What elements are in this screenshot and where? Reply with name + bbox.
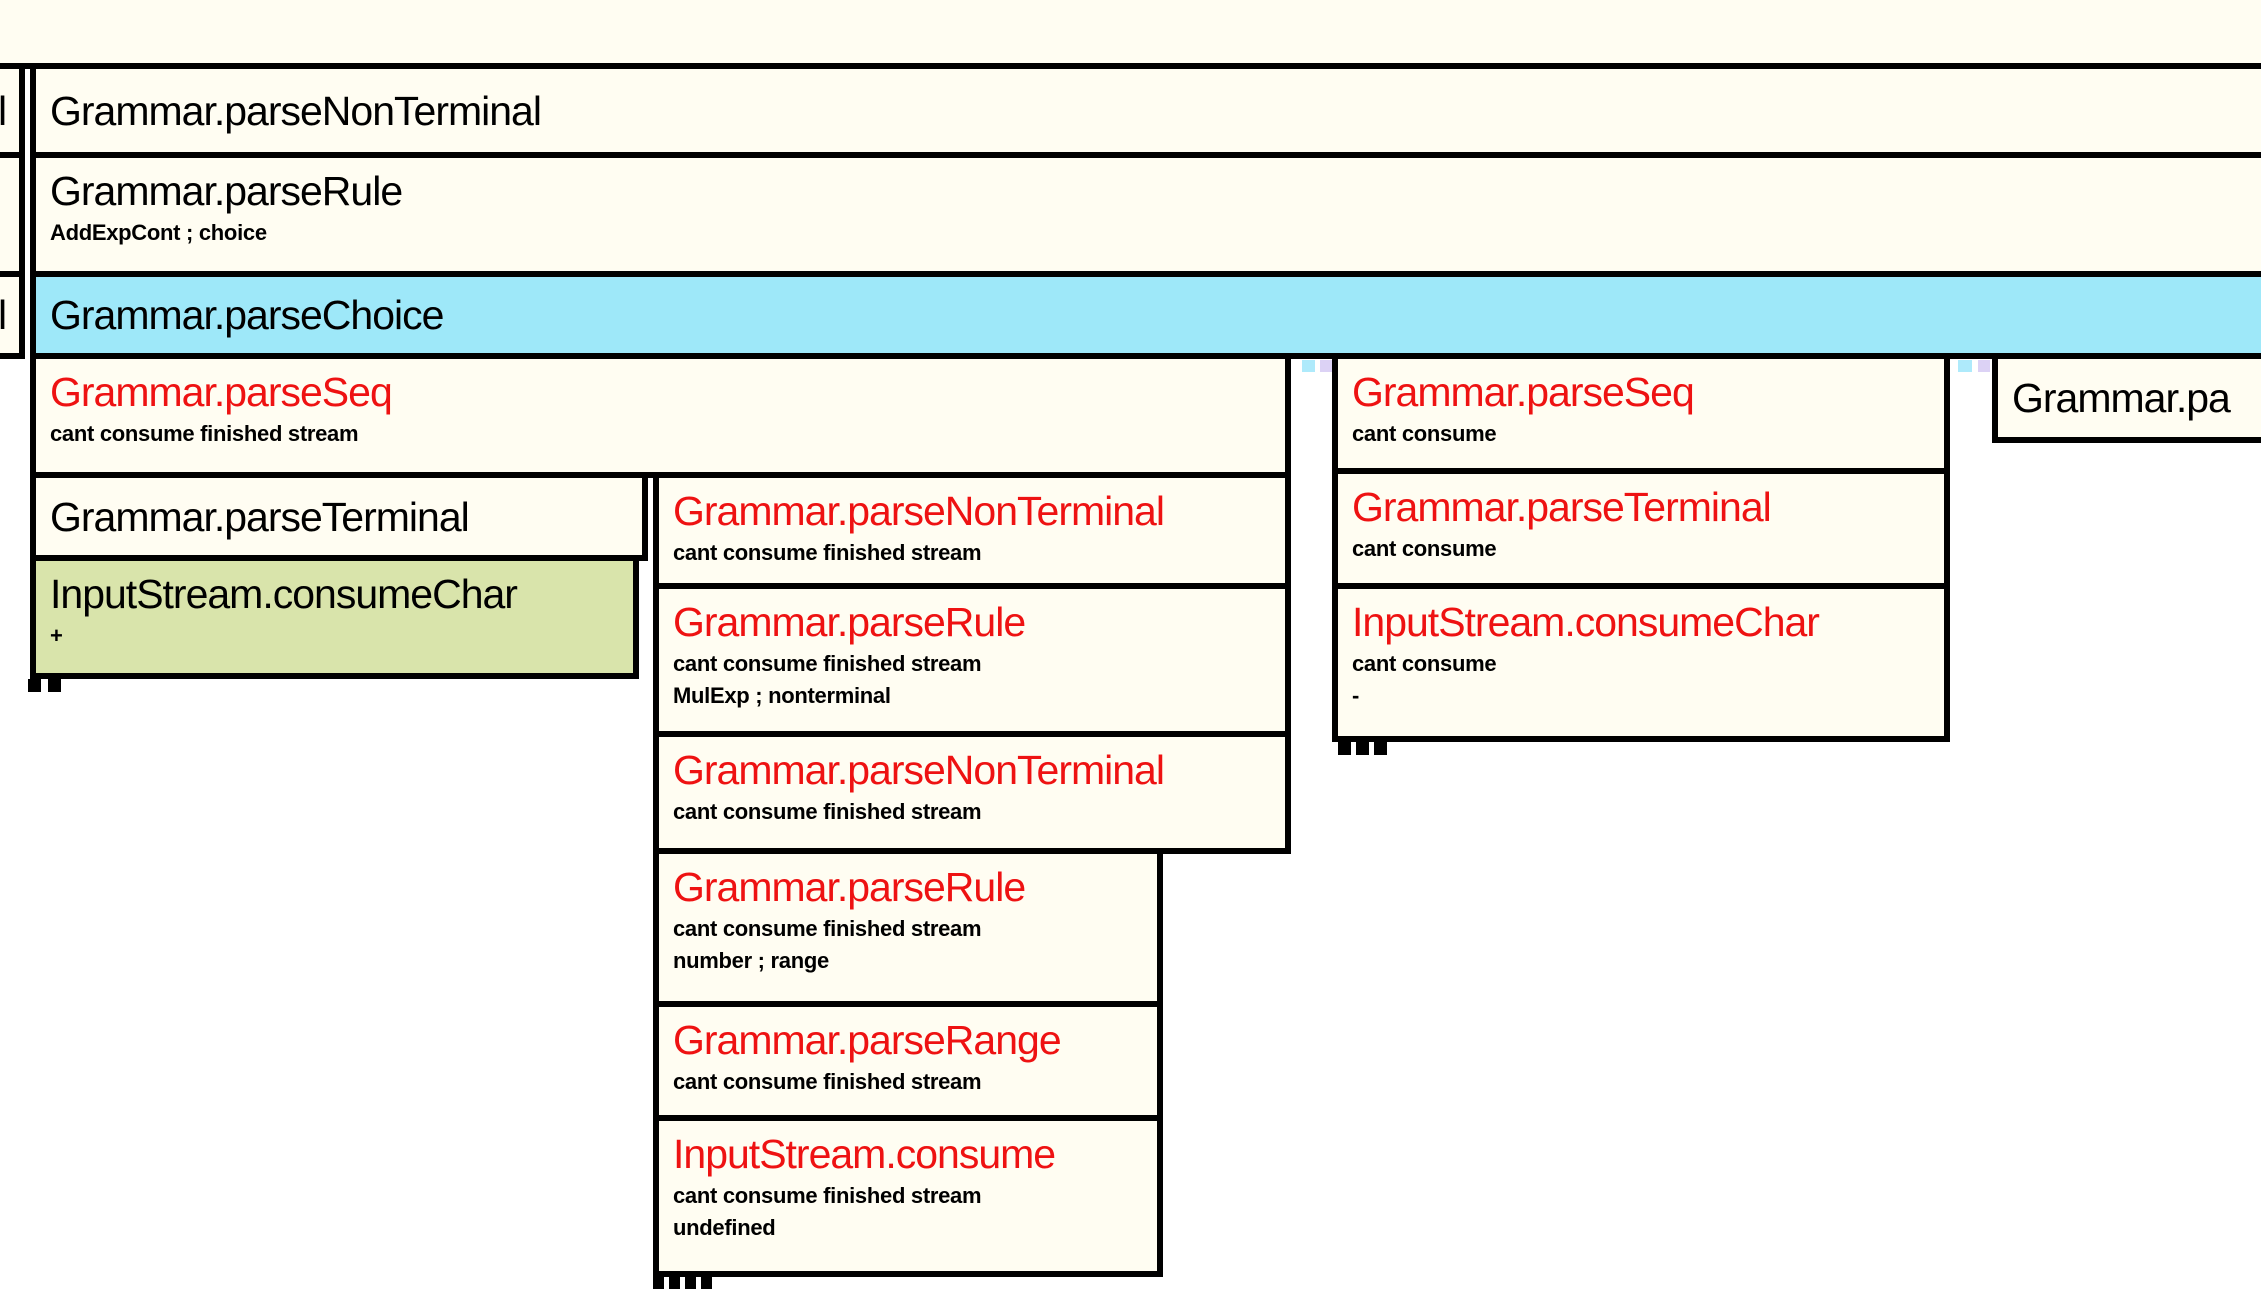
frame-consume-char-fail[interactable]: InputStream.consumeChar cant consume - (1332, 583, 1950, 742)
frame-title: Grammar.parseNonTerminal (673, 747, 1165, 793)
frame-title: Grammar.parseChoice (50, 292, 444, 338)
frame-subtitle: cant consume finished stream (673, 916, 982, 941)
stub-fragment: l (0, 290, 7, 340)
stub-frame-row2[interactable] (0, 152, 25, 277)
frame-subtitle: cant consume finished stream (673, 1069, 982, 1094)
stub-frame-row1[interactable]: l (0, 63, 25, 158)
frame-title: Grammar.parseSeq (1352, 369, 1695, 415)
frame-parse-choice-selected[interactable]: Grammar.parseChoice (30, 271, 2261, 359)
frame-subtitle: cant consume (1352, 651, 1497, 676)
frame-subtitle: cant consume (1352, 536, 1497, 561)
frame-parse-rule-root[interactable]: Grammar.parseRule AddExpCont ; choice (30, 152, 2261, 277)
frame-title: Grammar.parseRule (50, 168, 403, 214)
frame-subtitle: cant consume finished stream (673, 1183, 982, 1208)
frame-title: InputStream.consume (673, 1131, 1056, 1177)
collapsed-frames-dot[interactable] (685, 1277, 696, 1289)
collapsed-frames-dot[interactable] (669, 1277, 680, 1289)
hidden-frames-marker-lavender[interactable] (1320, 360, 1332, 372)
top-strip (0, 0, 2261, 69)
hidden-frames-marker-lavender[interactable] (1978, 360, 1990, 372)
frame-subtitle: AddExpCont ; choice (50, 220, 267, 245)
frame-title: Grammar.parseTerminal (1352, 484, 1772, 530)
frame-inputstream-consume[interactable]: InputStream.consume cant consume finishe… (653, 1115, 1163, 1277)
frame-subtitle: - (1352, 683, 1360, 708)
frame-parse-nonterminal-b2-1[interactable]: Grammar.parseNonTerminal cant consume fi… (653, 472, 1291, 589)
frame-subtitle: number ; range (673, 948, 829, 973)
frame-parse-clipped[interactable]: Grammar.pa (1992, 353, 2261, 443)
frame-parse-terminal-1[interactable]: Grammar.parseTerminal (30, 472, 648, 561)
frame-parse-nonterminal-b2-2[interactable]: Grammar.parseNonTerminal cant consume fi… (653, 731, 1291, 854)
frame-subtitle: MulExp ; nonterminal (673, 683, 891, 708)
frame-title: Grammar.parseSeq (50, 369, 393, 415)
frame-subtitle: cant consume finished stream (673, 540, 982, 565)
frame-subtitle: cant consume (1352, 421, 1497, 446)
frame-title: InputStream.consumeChar (50, 571, 518, 617)
frame-subtitle: undefined (673, 1215, 776, 1240)
frame-subtitle: + (50, 623, 63, 648)
frame-subtitle: cant consume finished stream (673, 651, 982, 676)
frame-parse-rule-b2[interactable]: Grammar.parseRule cant consume finished … (653, 583, 1291, 737)
frame-title: Grammar.parseTerminal (50, 493, 470, 540)
frame-title: Grammar.parseNonTerminal (50, 87, 542, 134)
frame-title: Grammar.pa (2012, 375, 2231, 421)
collapsed-frames-dot[interactable] (1374, 742, 1387, 755)
frame-consume-char-success[interactable]: InputStream.consumeChar + (30, 555, 639, 679)
frame-subtitle: cant consume finished stream (50, 421, 359, 446)
frame-title: InputStream.consumeChar (1352, 599, 1820, 645)
hidden-frames-marker-blue[interactable] (1302, 360, 1315, 372)
frame-parse-rule-number-range[interactable]: Grammar.parseRule cant consume finished … (653, 848, 1163, 1007)
frame-title: Grammar.parseRange (673, 1017, 1062, 1063)
frame-subtitle: cant consume finished stream (673, 799, 982, 824)
frame-title: Grammar.parseRule (673, 599, 1026, 645)
collapsed-frames-dot[interactable] (1356, 742, 1369, 755)
frame-parse-range[interactable]: Grammar.parseRange cant consume finished… (653, 1001, 1163, 1121)
frame-parse-nonterminal-root[interactable]: Grammar.parseNonTerminal (30, 63, 2261, 158)
frame-title: Grammar.parseNonTerminal (673, 488, 1165, 534)
frame-parse-seq-2[interactable]: Grammar.parseSeq cant consume (1332, 353, 1950, 474)
hidden-frames-marker-blue[interactable] (1958, 360, 1972, 372)
collapsed-frames-dot[interactable] (48, 679, 61, 692)
frame-parse-seq-1[interactable]: Grammar.parseSeq cant consume finished s… (30, 353, 1291, 478)
collapsed-frames-dot[interactable] (701, 1277, 712, 1289)
collapsed-frames-dot[interactable] (653, 1277, 664, 1289)
stub-frame-row3[interactable]: l (0, 271, 25, 359)
collapsed-frames-dot[interactable] (28, 679, 41, 692)
stub-fragment: l (0, 86, 7, 136)
collapsed-frames-dot[interactable] (1338, 742, 1351, 755)
frame-title: Grammar.parseRule (673, 864, 1026, 910)
frame-parse-terminal-2[interactable]: Grammar.parseTerminal cant consume (1332, 468, 1950, 589)
